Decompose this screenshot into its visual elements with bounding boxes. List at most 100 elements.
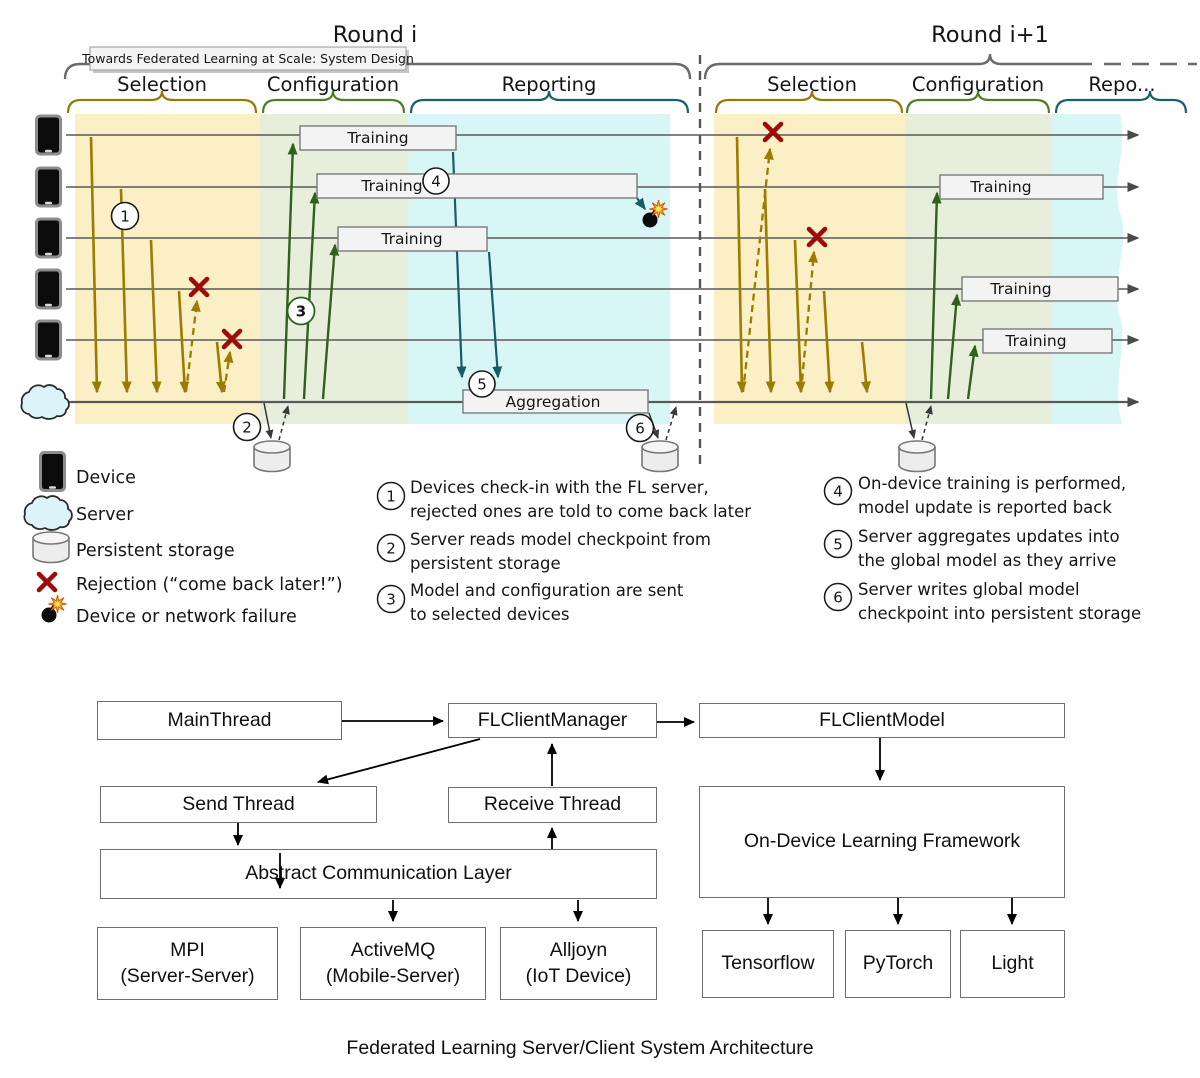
note-6: 6 Server writes global model checkpoint … bbox=[823, 580, 1141, 623]
legend-server-label: Server bbox=[76, 505, 134, 525]
svg-text:6: 6 bbox=[833, 589, 843, 607]
mpi-label-line-2: (Server-Server) bbox=[120, 964, 255, 987]
device-2-icon bbox=[35, 166, 62, 208]
legend-failure-icon bbox=[41, 594, 67, 623]
training-box bbox=[316, 173, 638, 199]
activemq-label-line-2: (Mobile-Server) bbox=[325, 964, 461, 987]
device-3-icon bbox=[35, 217, 62, 259]
training-box bbox=[961, 276, 1119, 302]
step-3-marker: 3 bbox=[286, 296, 316, 326]
zone-reporting-i bbox=[408, 114, 670, 424]
configuration-arrows bbox=[282, 142, 979, 400]
step-1-marker: 1 bbox=[110, 201, 140, 231]
rejection-reply-arrow bbox=[222, 350, 234, 393]
note-4-line-1: On-device training is performed, bbox=[858, 474, 1126, 493]
device-icons bbox=[20, 114, 70, 420]
selection-i-label: Selection bbox=[117, 73, 207, 96]
zone-selection-i bbox=[75, 114, 260, 424]
step-5-marker: 5 bbox=[468, 370, 496, 398]
send-thread-label: Send Thread bbox=[182, 792, 295, 815]
aggregation-label: Aggregation bbox=[506, 393, 601, 411]
training-label: Training bbox=[380, 230, 442, 248]
legend: Device Server Persistent storage Rejecti… bbox=[23, 451, 343, 627]
svg-text:5: 5 bbox=[833, 536, 843, 554]
fl-client-model-label: FLClientModel bbox=[819, 708, 945, 731]
persistent-storage-icon bbox=[641, 440, 679, 473]
rejection-reply-arrow bbox=[741, 147, 774, 393]
svg-text:4: 4 bbox=[833, 483, 843, 501]
legend-storage-icon bbox=[32, 531, 70, 564]
zone-selection-i1 bbox=[714, 114, 905, 424]
pytorch-label: PyTorch bbox=[862, 952, 934, 975]
svg-text:4: 4 bbox=[431, 173, 441, 191]
configuration-i-brace bbox=[261, 90, 406, 114]
training-label: Training bbox=[969, 178, 1031, 196]
training-label: Training bbox=[989, 280, 1051, 298]
configuration-i1-brace bbox=[905, 90, 1051, 114]
note-2: 2 Server reads model checkpoint from per… bbox=[376, 530, 711, 573]
activemq-label-line-1: ActiveMQ bbox=[350, 938, 436, 961]
paper-title-tooltip: Towards Federated Learning at Scale: Sys… bbox=[81, 46, 414, 73]
failed-report-arrow bbox=[634, 197, 646, 211]
note-1-line-1: Devices check-in with the FL server, bbox=[410, 478, 709, 497]
tensorflow-label: Tensorflow bbox=[721, 952, 815, 975]
figure-caption: Federated Learning Server/Client System … bbox=[346, 1037, 814, 1059]
training-box bbox=[299, 125, 457, 151]
fl-client-manager-box: FLClientManager bbox=[448, 703, 657, 738]
persistent-storage-icon bbox=[253, 440, 291, 473]
configuration-i1-label: Configuration bbox=[912, 73, 1044, 96]
round-i-title: Round i bbox=[333, 22, 418, 48]
svg-text:3: 3 bbox=[386, 591, 396, 609]
alljoyn-box: Alljoyn (IoT Device) bbox=[500, 927, 657, 1000]
training-label: Training bbox=[346, 129, 408, 147]
activity-boxes: Training Training Training Training Trai… bbox=[299, 125, 1119, 414]
notes-right-column: 4 On-device training is performed, model… bbox=[823, 474, 1141, 623]
paper-title-tooltip-text: Towards Federated Learning at Scale: Sys… bbox=[81, 51, 414, 66]
main-thread-box: MainThread bbox=[97, 701, 342, 740]
note-4-line-2: model update is reported back bbox=[858, 498, 1112, 517]
selection-i1-label: Selection bbox=[767, 73, 857, 96]
abstract-communication-layer-box: Abstract Communication Layer bbox=[100, 849, 657, 899]
training-box bbox=[939, 174, 1104, 200]
aggregation-box bbox=[462, 389, 649, 414]
zone-reporting-i1-torn-edge bbox=[1052, 114, 1124, 424]
receive-thread-box: Receive Thread bbox=[448, 787, 657, 823]
federated-learning-timeline-figure: Round i Round i+1 Selection Configuratio… bbox=[20, 22, 1197, 627]
reporting-i-brace bbox=[409, 90, 690, 114]
timeline-step-markers: 1 2 3 4 5 6 bbox=[110, 167, 655, 443]
legend-rejection-label: Rejection (“come back later!”) bbox=[76, 575, 343, 595]
training-box bbox=[337, 226, 488, 252]
fl-client-model-box: FLClientModel bbox=[699, 703, 1065, 738]
svg-text:1: 1 bbox=[386, 488, 396, 506]
note-3-line-1: Model and configuration are sent bbox=[410, 581, 684, 600]
training-label: Training bbox=[360, 177, 422, 195]
note-1-line-2: rejected ones are told to come back late… bbox=[410, 502, 751, 521]
abstract-communication-layer-label: Abstract Communication Layer bbox=[245, 862, 512, 885]
send-thread-box: Send Thread bbox=[100, 786, 377, 823]
round-i1-title: Round i+1 bbox=[931, 22, 1049, 48]
phase-braces bbox=[66, 90, 1188, 114]
legend-failure-label: Device or network failure bbox=[76, 607, 297, 627]
alljoyn-label-line-1: Alljoyn bbox=[549, 938, 608, 961]
main-thread-label: MainThread bbox=[167, 708, 272, 731]
light-box: Light bbox=[960, 930, 1065, 998]
on-device-learning-framework-label: On-Device Learning Framework bbox=[743, 830, 1021, 853]
rejection-reply-arrow bbox=[184, 299, 201, 393]
note-5-line-2: the global model as they arrive bbox=[858, 551, 1116, 570]
fl-client-manager-label: FLClientManager bbox=[477, 708, 628, 731]
legend-rejection-icon bbox=[39, 574, 55, 590]
reporting-i-label: Reporting bbox=[502, 73, 597, 96]
note-3: 3 Model and configuration are sent to se… bbox=[376, 581, 684, 624]
note-6-line-1: Server writes global model bbox=[858, 580, 1080, 599]
svg-text:5: 5 bbox=[477, 376, 487, 394]
alljoyn-label-line-2: (IoT Device) bbox=[525, 964, 632, 987]
rejection-reply-arrow bbox=[799, 250, 819, 393]
step-4-marker: 4 bbox=[422, 167, 450, 195]
note-3-line-2: to selected devices bbox=[410, 605, 570, 624]
training-label: Training bbox=[1004, 332, 1066, 350]
activemq-box: ActiveMQ (Mobile-Server) bbox=[300, 927, 486, 1000]
svg-text:1: 1 bbox=[120, 208, 130, 226]
pytorch-box: PyTorch bbox=[845, 930, 951, 998]
note-4: 4 On-device training is performed, model… bbox=[823, 474, 1126, 517]
note-5: 5 Server aggregates updates into the glo… bbox=[823, 527, 1120, 570]
